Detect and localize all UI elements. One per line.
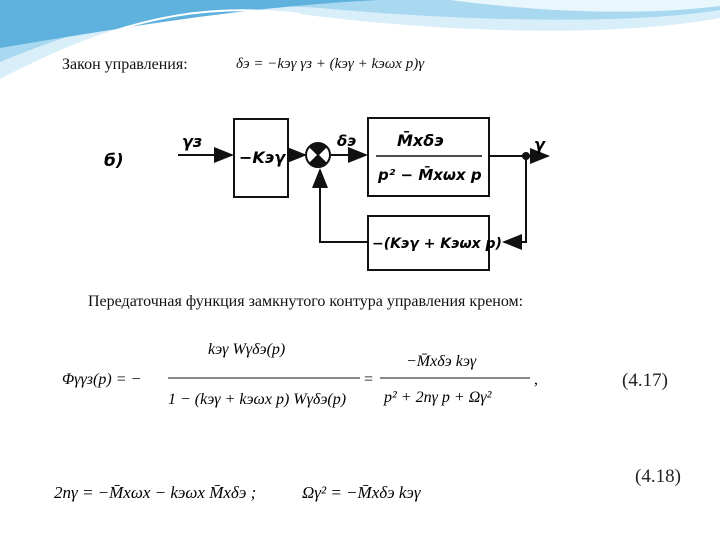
transfer-function-heading: Передаточная функция замкнутого контура …: [88, 293, 524, 310]
plant-denominator: p² − M̄xωx p: [377, 164, 482, 184]
equation-number-4-18: (4.18): [635, 466, 681, 487]
eq17-lhs: Φγγз(p) = −: [62, 371, 141, 388]
eq17-equals: =: [364, 371, 373, 388]
feedback-right-line: [502, 156, 527, 250]
equation-4-18: 2nγ = −M̄xωx − kэωx M̄xδэ ; Ωγ² = −M̄xδэ…: [54, 483, 422, 502]
output-signal-label: γ: [534, 135, 546, 154]
control-law-heading: Закон управления:: [62, 56, 188, 73]
diagram-label: б): [104, 151, 124, 171]
eq17-frac1-numerator: kэγ Wγδэ(p): [208, 341, 285, 358]
gain-block-label: −Kэγ: [239, 148, 286, 167]
summing-junction: [305, 142, 331, 168]
summer-output-label: δэ: [337, 132, 356, 150]
eq18-part1: 2nγ = −M̄xωx − kэωx M̄xδэ ;: [54, 483, 256, 502]
feedback-block-label: −(Kэγ + Kэωx p): [372, 236, 502, 252]
eq17-tail: ,: [534, 371, 538, 388]
control-law-formula: δэ = −kэγ γз + (kэγ + kэωx p)γ: [236, 56, 425, 72]
eq17-frac2-denominator: p² + 2nγ p + Ωγ²: [383, 389, 493, 406]
plant-numerator: M̄xδэ: [397, 130, 444, 150]
plant-block: [367, 117, 490, 197]
feedback-return-line: [312, 168, 368, 243]
eq17-frac2-numerator: −M̄xδэ kэγ: [406, 353, 477, 370]
slide-header-decoration: [0, 0, 720, 81]
equation-4-17: Φγγз(p) = − kэγ Wγδэ(p) 1 − (kэγ + kэωx …: [62, 341, 538, 408]
eq18-part2: Ωγ² = −M̄xδэ kэγ: [302, 483, 422, 502]
eq17-frac1-denominator: 1 − (kэγ + kэωx p) Wγδэ(p): [168, 391, 346, 408]
input-signal-label: γз: [182, 132, 202, 151]
equation-number-4-17: (4.17): [622, 370, 668, 391]
